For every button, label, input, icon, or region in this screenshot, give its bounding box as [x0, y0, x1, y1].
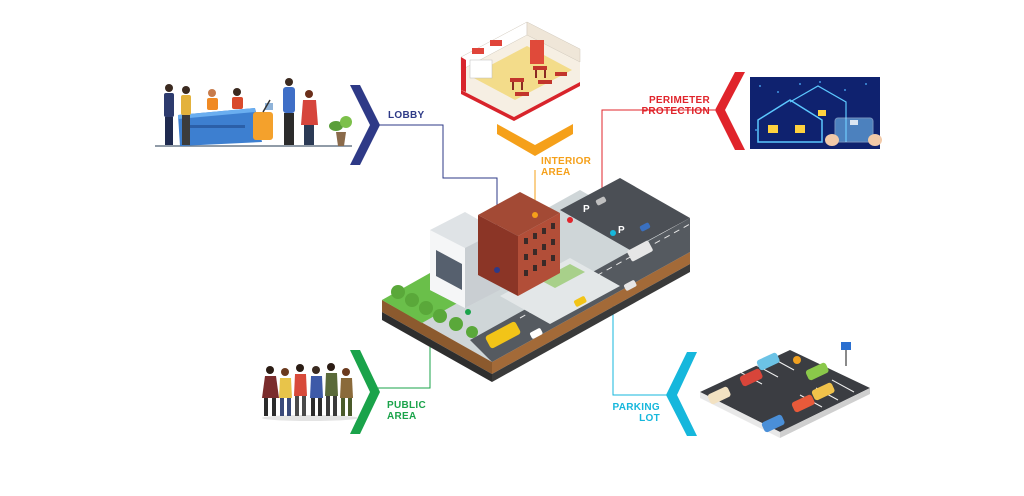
parking-label-line-2: LOT: [639, 413, 660, 424]
public-chevron-icon: [350, 350, 380, 434]
perimeter-protection-label: PERIMETER PROTECTION: [636, 95, 710, 117]
interior-chevron-icon: [497, 124, 573, 156]
perimeter-label-line-1: PERIMETER: [648, 95, 710, 106]
reception-desk-icon: [155, 78, 352, 147]
lobby-label: LOBBY: [388, 110, 425, 121]
parking-lot-icon: [700, 342, 870, 438]
chevron-icons: [350, 72, 745, 436]
parking-label-line-1: PARKING: [612, 402, 660, 413]
interior-label-line-1: INTERIOR: [541, 156, 592, 167]
public-label-line-2: AREA: [387, 411, 417, 422]
hotel-complex-icon: PP: [382, 178, 691, 382]
perimeter-chevron-icon: [715, 72, 745, 150]
svg-text:P: P: [618, 225, 625, 236]
parking-lot-label: PARKING LOT: [612, 402, 660, 424]
crowd-icon: [262, 363, 358, 421]
lobby-label-line-1: LOBBY: [388, 110, 425, 121]
parking-chevron-icon: [666, 352, 697, 436]
public-area-label: PUBLIC AREA: [387, 400, 426, 422]
interior-marker: [532, 212, 538, 218]
interior-area-label: INTERIOR AREA: [541, 156, 591, 178]
parking-marker: [610, 230, 616, 236]
dining-room-icon: [460, 21, 581, 121]
lobby-marker: [494, 267, 500, 273]
smart-home-security-icon: [750, 77, 882, 149]
perimeter-label-line-2: PROTECTION: [641, 106, 710, 117]
public-label-line-1: PUBLIC: [387, 400, 427, 411]
svg-text:P: P: [583, 204, 590, 215]
interior-label-line-2: AREA: [541, 167, 571, 178]
lobby-chevron-icon: [350, 85, 380, 165]
perimeter-marker: [567, 217, 573, 223]
public-marker: [465, 309, 471, 315]
